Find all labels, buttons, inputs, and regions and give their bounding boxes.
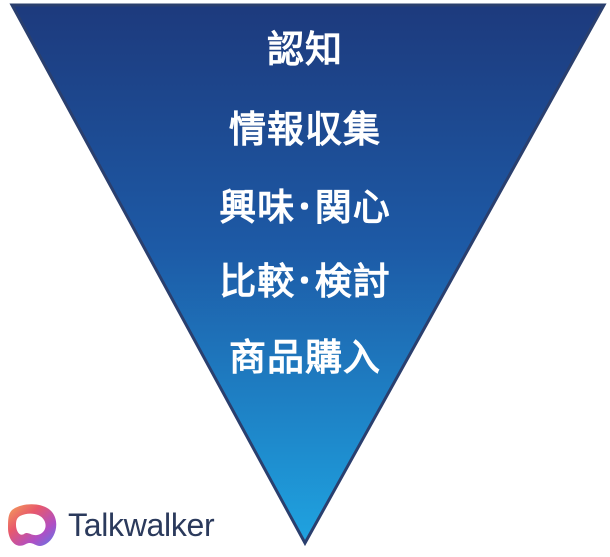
stage-purchase: 商品購入 [229,336,381,379]
stage-awareness: 認知 [267,28,343,71]
stage-interest: 興味･関心 [219,186,391,229]
funnel-triangle [9,3,607,547]
stage-comparison: 比較･検討 [219,260,391,303]
brand: Talkwalker [4,500,244,552]
brand-name: Talkwalker [68,507,215,543]
stage-information-gathering: 情報収集 [229,108,381,151]
talkwalker-logo-icon [8,504,57,546]
